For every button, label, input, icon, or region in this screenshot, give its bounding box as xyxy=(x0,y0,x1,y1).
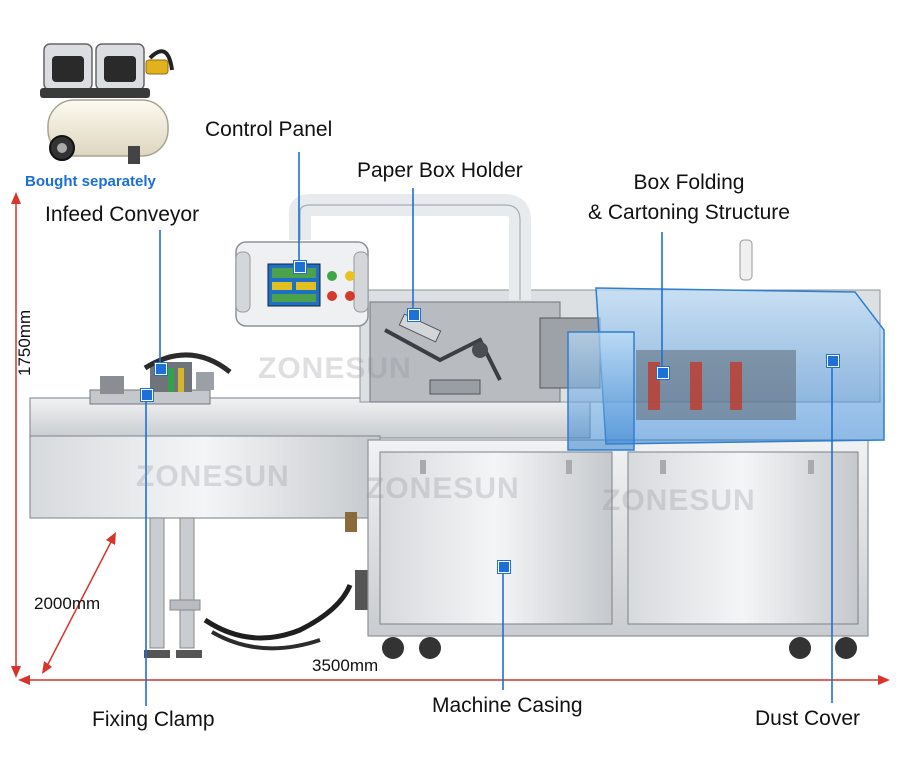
fixing-clamp-marker xyxy=(141,389,153,401)
compressor-note: Bought separately xyxy=(25,173,156,190)
control-panel-label: Control Panel xyxy=(205,118,333,141)
machine-casing-marker xyxy=(498,561,510,573)
watermark-2: ZONESUN xyxy=(136,460,290,493)
paper-box-holder-label: Paper Box Holder xyxy=(357,159,523,182)
infeed-conveyor xyxy=(29,352,591,658)
height-dimension-label: 1750mm xyxy=(15,309,34,376)
dust-cover-label: Dust Cover xyxy=(755,707,861,730)
infeed-conveyor-label: Infeed Conveyor xyxy=(45,203,200,226)
watermark-3: ZONESUN xyxy=(366,472,520,505)
dust-cover-body xyxy=(567,239,885,451)
length-dimension-label: 3500mm xyxy=(312,656,379,675)
air-compressor xyxy=(40,43,174,164)
box-folding-label-line1: Box Folding xyxy=(633,171,745,194)
box-folding-label-line2: & Cartoning Structure xyxy=(588,201,790,224)
paper-box-holder-marker xyxy=(408,309,420,321)
leader-lines xyxy=(145,152,833,706)
depth-dimension-label: 2000mm xyxy=(34,594,101,613)
infeed-conveyor-marker xyxy=(155,363,167,375)
machine-casing-body xyxy=(367,439,869,659)
watermark-4: ZONESUN xyxy=(602,484,756,517)
watermark-1: ZONESUN xyxy=(258,352,412,385)
box-folding-marker xyxy=(657,367,669,379)
machine-casing-label: Machine Casing xyxy=(432,694,583,717)
control-panel xyxy=(235,241,369,327)
control-panel-marker xyxy=(294,261,306,273)
fixing-clamp-label: Fixing Clamp xyxy=(92,708,215,731)
dust-cover-marker xyxy=(827,355,839,367)
dimension-lines xyxy=(11,192,890,685)
